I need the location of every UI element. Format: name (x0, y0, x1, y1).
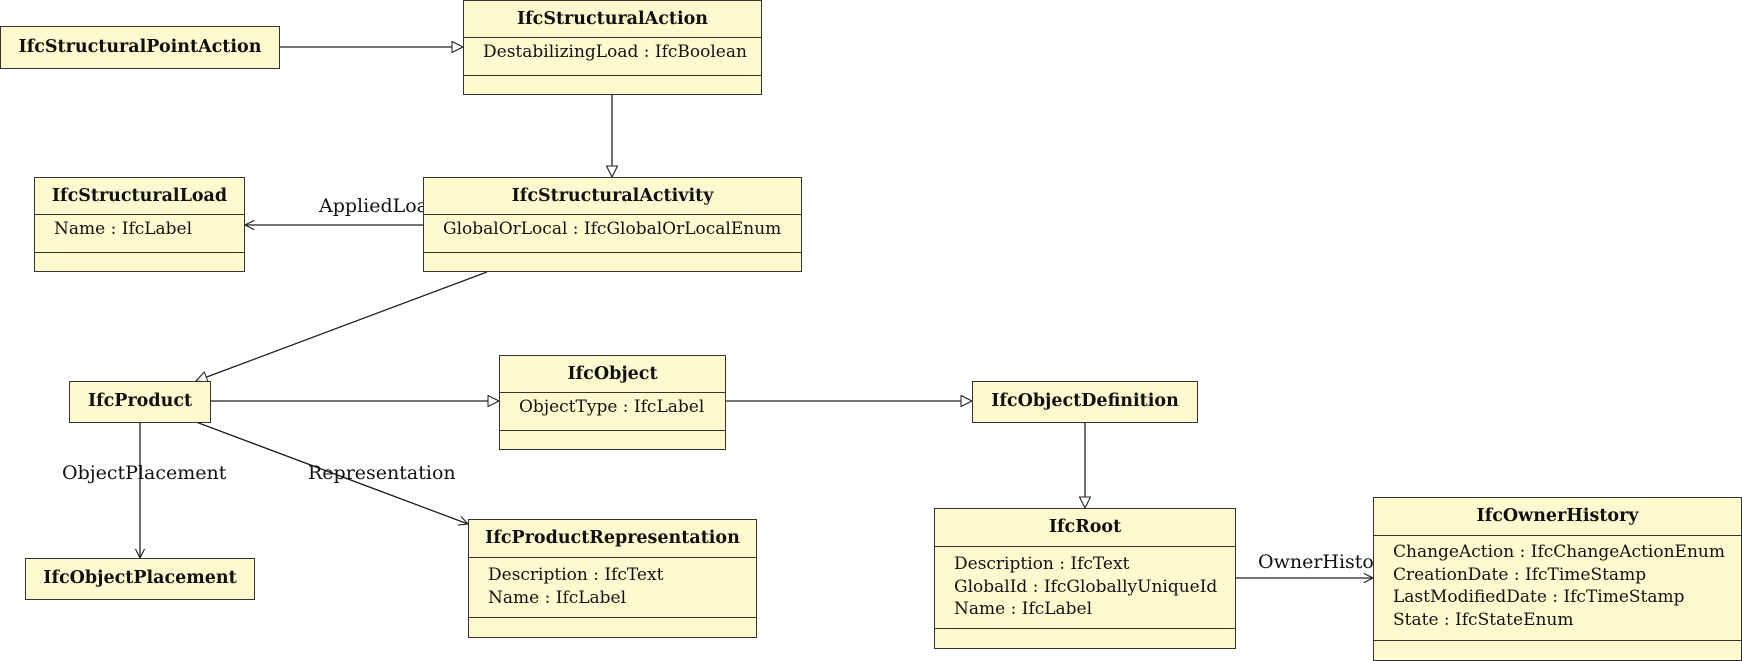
class-ifc-structural-load[interactable]: IfcStructuralLoad Name : IfcLabel (34, 177, 245, 272)
attribute: Name : IfcLabel (488, 587, 627, 608)
class-ifc-root[interactable]: IfcRoot Description : IfcText GlobalId :… (934, 508, 1236, 649)
class-operations (424, 252, 801, 271)
attribute: Description : IfcText (954, 554, 1130, 574)
class-name: IfcRoot (1048, 517, 1122, 537)
generalization-activity-product (196, 271, 488, 381)
attribute: DestabilizingLoad : IfcBoolean (483, 42, 747, 62)
class-attributes: DestabilizingLoad : IfcBoolean (464, 37, 761, 75)
class-operations (500, 430, 725, 449)
class-name: IfcProduct (87, 391, 193, 411)
class-ifc-product-representation[interactable]: IfcProductRepresentation Description : I… (468, 519, 757, 638)
class-name: IfcOwnerHistory (1476, 506, 1639, 526)
class-ifc-structural-point-action[interactable]: IfcStructuralPointAction (0, 26, 280, 69)
attribute: GlobalOrLocal : IfcGlobalOrLocalEnum (443, 219, 782, 239)
object-placement-label: ObjectPlacement (62, 462, 227, 484)
class-attributes: ObjectType : IfcLabel (500, 392, 725, 430)
class-name: IfcProductRepresentation (485, 528, 740, 548)
attribute: State : IfcStateEnum (1393, 609, 1574, 630)
attribute: LastModifiedDate : IfcTimeStamp (1393, 587, 1685, 607)
class-ifc-object-definition[interactable]: IfcObjectDefinition (972, 381, 1198, 423)
class-name: IfcObjectDefinition (991, 391, 1179, 411)
attribute: CreationDate : IfcTimeStamp (1393, 564, 1647, 585)
class-ifc-product[interactable]: IfcProduct (69, 381, 211, 423)
class-ifc-structural-action[interactable]: IfcStructuralAction DestabilizingLoad : … (463, 0, 762, 95)
attribute: Description : IfcText (488, 565, 664, 585)
class-attributes: Description : IfcText GlobalId : IfcGlob… (935, 546, 1235, 628)
attribute: GlobalId : IfcGloballyUniqueId (954, 576, 1218, 597)
class-ifc-structural-activity[interactable]: IfcStructuralActivity GlobalOrLocal : If… (423, 177, 802, 272)
attribute: Name : IfcLabel (954, 599, 1093, 619)
owner-history-label: OwnerHistory (1258, 551, 1394, 573)
class-name: IfcObjectPlacement (43, 568, 237, 588)
class-operations (464, 75, 761, 94)
class-ifc-object-placement[interactable]: IfcObjectPlacement (25, 558, 255, 600)
class-attributes: Description : IfcText Name : IfcLabel (469, 557, 756, 617)
attribute: ChangeAction : IfcChangeActionEnum (1393, 542, 1725, 562)
class-operations (1374, 640, 1741, 661)
class-name: IfcStructuralLoad (51, 186, 228, 206)
class-attributes: GlobalOrLocal : IfcGlobalOrLocalEnum (424, 214, 801, 252)
attribute: ObjectType : IfcLabel (519, 397, 705, 417)
class-name: IfcStructuralPointAction (18, 37, 262, 57)
association-representation (195, 421, 468, 524)
representation-label: Representation (308, 462, 456, 484)
class-name: IfcStructuralActivity (511, 186, 714, 206)
attribute: Name : IfcLabel (54, 219, 193, 239)
applied-load-label: AppliedLoad (319, 195, 441, 217)
class-attributes: Name : IfcLabel (35, 214, 244, 252)
class-name: IfcObject (567, 364, 658, 384)
class-attributes: ChangeAction : IfcChangeActionEnum Creat… (1374, 535, 1741, 640)
class-operations (35, 252, 244, 271)
class-ifc-owner-history[interactable]: IfcOwnerHistory ChangeAction : IfcChange… (1373, 497, 1742, 661)
class-operations (935, 628, 1235, 648)
class-name: IfcStructuralAction (516, 9, 709, 29)
class-operations (469, 617, 756, 637)
class-ifc-object[interactable]: IfcObject ObjectType : IfcLabel (499, 355, 726, 450)
